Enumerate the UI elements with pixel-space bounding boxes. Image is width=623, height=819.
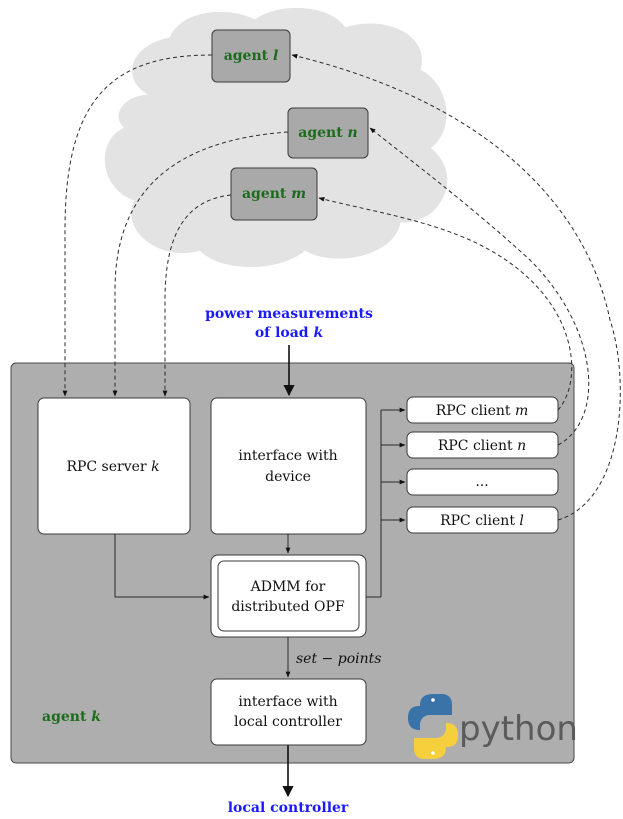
interface-controller-box: interface with local controller [210, 678, 367, 746]
server-to-admm-arrow [114, 534, 210, 600]
agent-l-label: agent l [224, 48, 279, 64]
admm-to-clients-arrows [366, 407, 406, 598]
rpc-client-l-box: RPC client l [406, 506, 559, 534]
rpc-server-label: RPC server k [66, 459, 159, 475]
rpc-client-m-box: RPC client m [406, 396, 559, 424]
agent-m-label: agent m [242, 186, 306, 202]
python-logo-text: python [459, 709, 578, 749]
input-label-line2: of load k [255, 325, 324, 341]
cloud-shape [104, 7, 448, 267]
clients-to-agents-dashed-arrows [291, 53, 621, 521]
rpc-client-ellipsis-box: ... [406, 468, 559, 496]
output-label: local controller [228, 800, 349, 816]
agents-to-server-dashed-arrows [62, 54, 289, 397]
interface-controller-line2: local controller [234, 714, 342, 730]
rpc-client-m-label: RPC client m [436, 403, 529, 419]
rpc-client-n-label: RPC client n [438, 438, 526, 454]
agent-l-box: agent l [211, 29, 291, 83]
agent-n-box: agent n [287, 107, 369, 159]
interface-device-line1: interface with [238, 448, 337, 464]
agent-m-box: agent m [230, 167, 318, 221]
interface-controller-line1: interface with [238, 694, 337, 710]
rpc-client-l-label: RPC client l [440, 513, 524, 529]
agent-k-label: agent k [42, 709, 101, 725]
setpoints-label: set − points [296, 651, 381, 667]
rpc-client-n-box: RPC client n [406, 431, 559, 459]
interface-device-box: interface with device [210, 397, 367, 535]
admm-box: ADMM for distributed OPF [210, 554, 367, 638]
rpc-client-ellipsis-label: ... [475, 474, 488, 490]
admm-line1: ADMM for [250, 579, 326, 595]
rpc-server-box: RPC server k [37, 397, 191, 535]
interface-device-line2: device [265, 469, 311, 485]
input-label-line1: power measurements [205, 306, 373, 322]
agent-n-label: agent n [298, 125, 357, 141]
admm-line2: distributed OPF [231, 599, 345, 615]
python-logo-icon [408, 694, 458, 759]
